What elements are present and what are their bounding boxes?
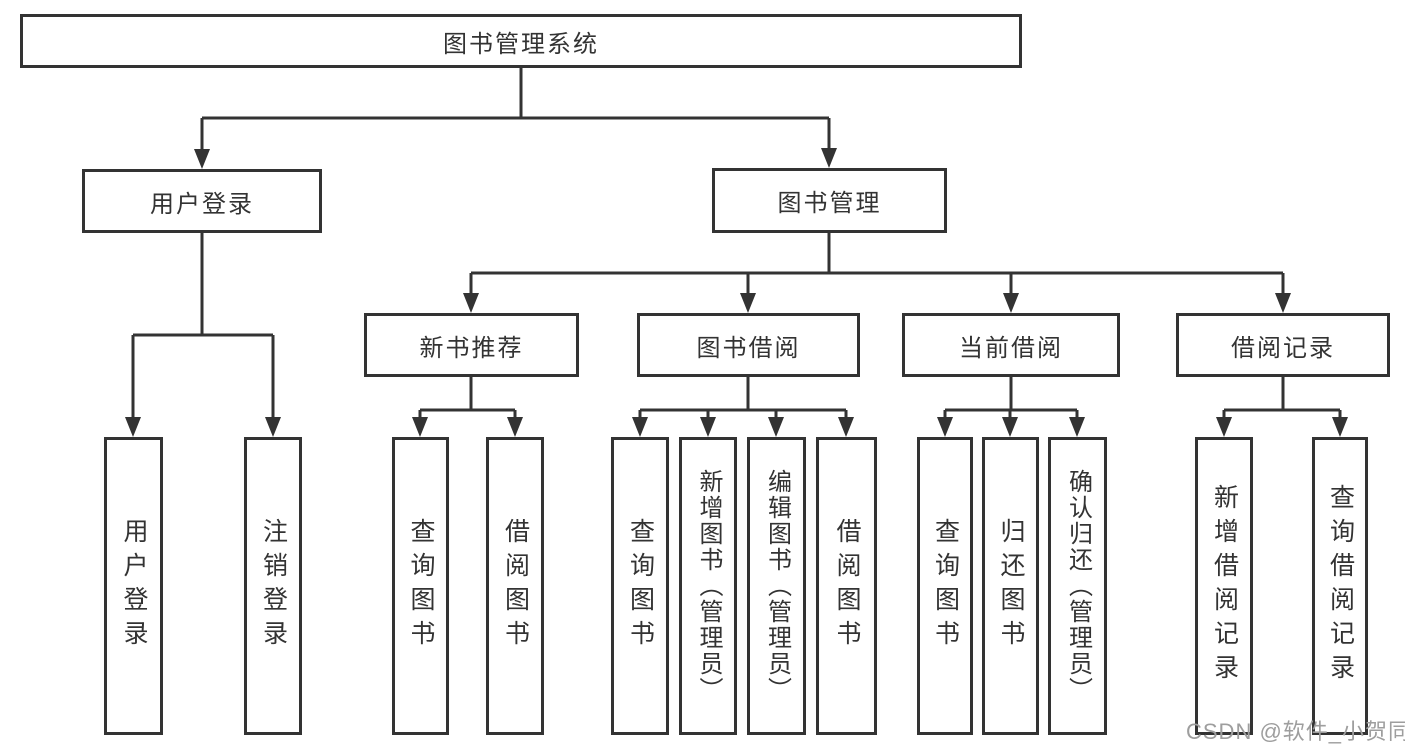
node-current: 当前借阅 — [902, 313, 1120, 377]
leaf-current-query: 查询图书 — [917, 437, 973, 735]
leaf-records-add: 新增借阅记录 — [1195, 437, 1253, 735]
leaf-new-books-borrow: 借阅图书 — [486, 437, 544, 735]
leaf-new-books-query: 查询图书 — [392, 437, 449, 735]
leaf-records-query: 查询借阅记录 — [1312, 437, 1368, 735]
leaf-borrowing-query: 查询图书 — [611, 437, 669, 735]
node-borrowing: 图书借阅 — [637, 313, 860, 377]
node-new-books: 新书推荐 — [364, 313, 579, 377]
leaf-borrowing-borrow: 借阅图书 — [816, 437, 877, 735]
node-user-login: 用户登录 — [82, 169, 322, 233]
node-root: 图书管理系统 — [20, 14, 1022, 68]
connector-user-login-children — [125, 233, 281, 437]
leaf-borrowing-edit-admin: 编辑图书（管理员） — [747, 437, 806, 735]
csdn-watermark: CSDN @软件_小贺同学 — [1186, 719, 1405, 744]
connector-new-books-children — [412, 377, 523, 437]
connector-current-children — [937, 377, 1085, 437]
connector-root-to-level2 — [194, 68, 837, 169]
leaf-user-login: 用户登录 — [104, 437, 163, 735]
connector-borrowing-children — [632, 377, 854, 437]
leaf-borrowing-add-admin: 新增图书（管理员） — [679, 437, 737, 735]
leaf-current-confirm-return-admin: 确认归还（管理员） — [1048, 437, 1107, 735]
node-book-mgmt: 图书管理 — [712, 168, 947, 233]
connector-book-mgmt-to-level3 — [463, 233, 1291, 313]
leaf-logout: 注销登录 — [244, 437, 302, 735]
connector-records-children — [1216, 377, 1348, 437]
leaf-current-return: 归还图书 — [982, 437, 1039, 735]
node-records: 借阅记录 — [1176, 313, 1390, 377]
